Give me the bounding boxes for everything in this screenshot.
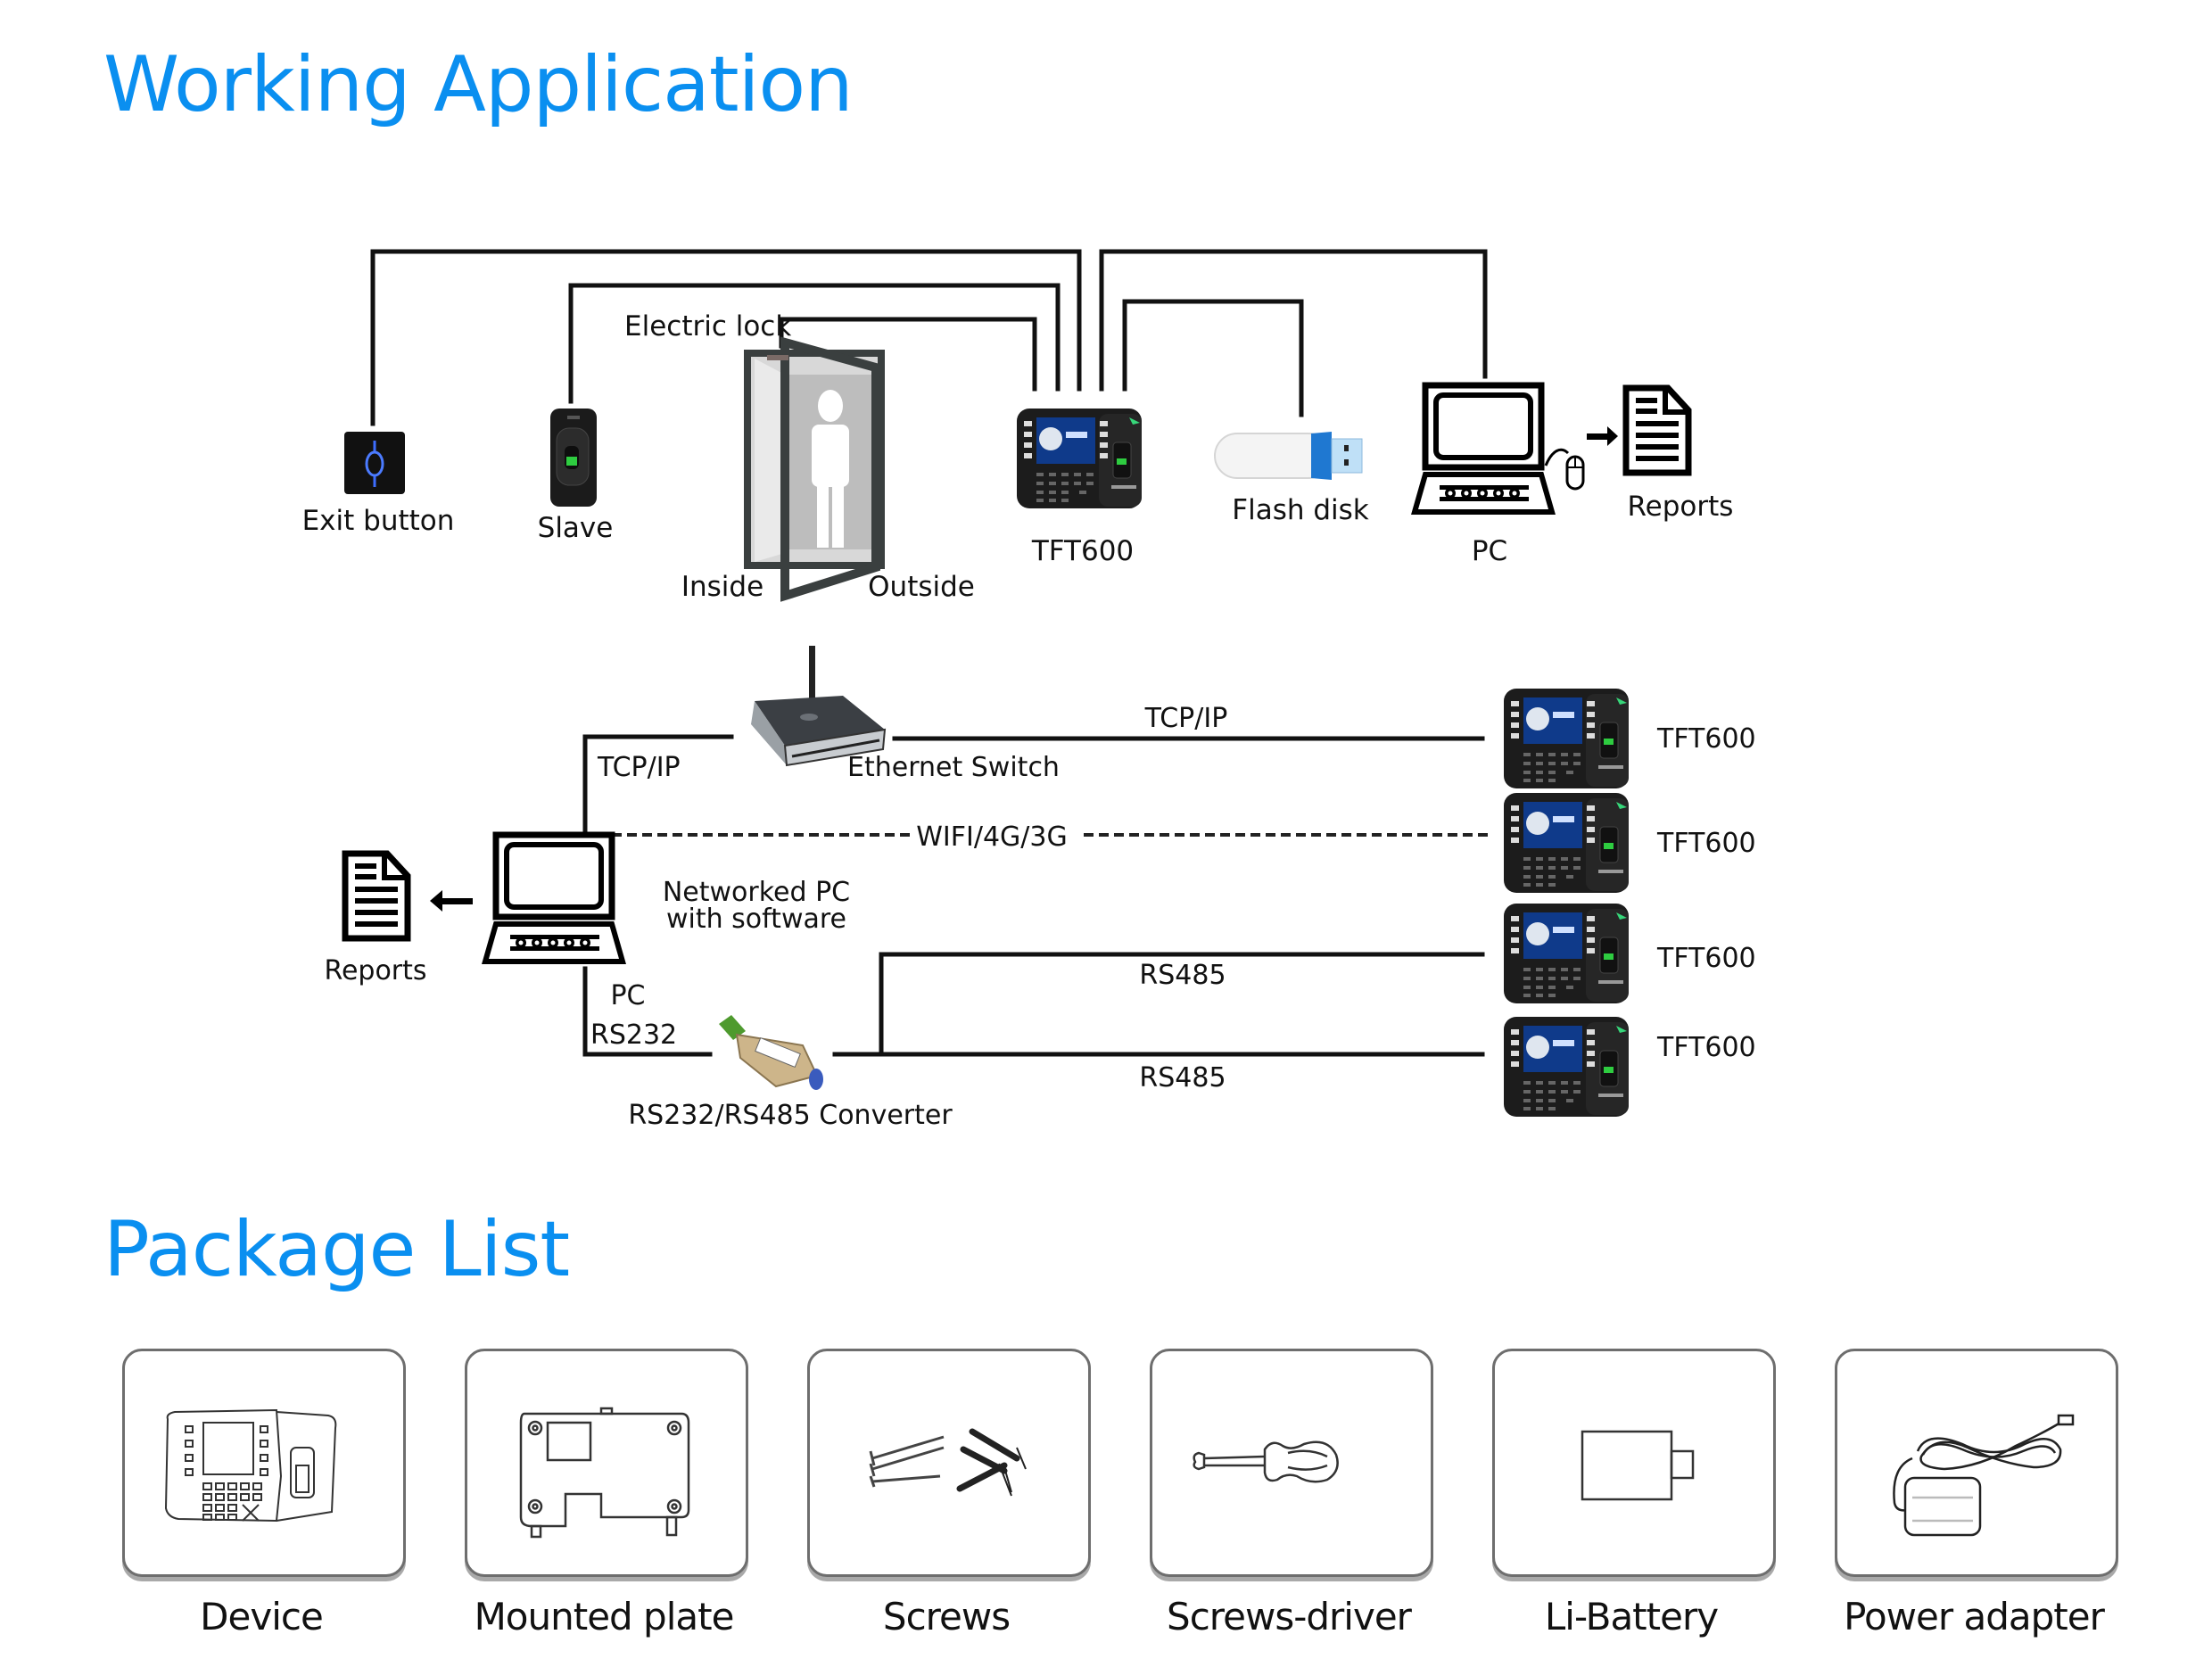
package-item-device <box>122 1349 406 1577</box>
reports-label: Reports <box>1628 491 1734 523</box>
electric-lock-label: Electric lock <box>624 310 791 343</box>
electric-lock-wire <box>779 317 1037 392</box>
slave-wire <box>568 283 1061 404</box>
pc-wire <box>1099 249 1488 392</box>
package-label: Li-Battery <box>1544 1595 1719 1638</box>
screws-icon <box>869 1428 1027 1497</box>
flash-disk-icon <box>1214 432 1363 480</box>
rs485-top-label: RS485 <box>1139 960 1226 991</box>
tcpip-left-label: TCP/IP <box>597 752 681 783</box>
ethernet-switch-label: Ethernet Switch <box>847 752 1060 783</box>
power-adapter-icon <box>1893 1414 2075 1537</box>
package-item-mounted-plate <box>465 1349 748 1577</box>
top-wires <box>370 249 1488 426</box>
inside-label: Inside <box>681 571 763 603</box>
arrow-right-icon <box>1587 426 1618 446</box>
converter-label: RS232/RS485 Converter <box>628 1100 953 1131</box>
mouse-icon <box>1544 448 1585 491</box>
screwdriver-icon <box>1193 1440 1339 1483</box>
outside-label: Outside <box>868 571 975 603</box>
working-application-title: Working Application <box>103 40 854 129</box>
tcpip-right-label: TCP/IP <box>1144 703 1228 734</box>
network-reports-document-icon <box>345 854 408 938</box>
flash-disk-label: Flash disk <box>1232 494 1369 526</box>
device-outline-icon <box>164 1408 337 1523</box>
package-item-li-battery <box>1492 1349 1776 1577</box>
working-application-diagram: Exit button Slave Electric lock Inside O… <box>302 249 1756 1131</box>
pc-icon <box>1415 385 1552 512</box>
network-tft600-icon <box>1503 1016 1630 1118</box>
tcpip-wire-left <box>582 734 734 832</box>
networked-pc-caption-line2: with software <box>666 904 846 935</box>
rs485-bottom-label: RS485 <box>1139 1062 1226 1094</box>
mounting-plate-icon <box>519 1407 690 1539</box>
network-device-label: TFT600 <box>1656 943 1756 974</box>
tft600-device-icon <box>1016 408 1143 509</box>
network-device-label: TFT600 <box>1656 1032 1756 1063</box>
reports-document-icon <box>1626 388 1688 473</box>
package-item-screwdriver <box>1150 1349 1433 1577</box>
slave-reader-icon <box>550 409 597 507</box>
package-label: Screws <box>882 1595 1011 1638</box>
package-list-title: Package List <box>103 1205 570 1294</box>
arrow-left-icon <box>430 890 473 912</box>
pc-label: PC <box>1472 535 1507 567</box>
network-wires <box>582 734 1491 1057</box>
rs232-rs485-converter-icon <box>719 1015 823 1090</box>
ethernet-switch-icon <box>751 646 887 767</box>
network-reports-label: Reports <box>324 955 426 986</box>
pc-port-label: PC <box>610 980 645 1011</box>
rs232-wire <box>582 966 713 1057</box>
networked-pc-caption-line1: Networked PC <box>663 877 850 908</box>
tft600-label: TFT600 <box>1031 535 1134 567</box>
flash-disk-wire <box>1122 299 1304 417</box>
package-label: Screws-driver <box>1167 1595 1412 1638</box>
exit-button-wire <box>370 249 1082 426</box>
network-tft600-icon <box>1503 688 1630 789</box>
wireless-label: WIFI/4G/3G <box>916 821 1068 853</box>
rs485-wire-top <box>879 952 1485 1057</box>
package-label: Device <box>200 1595 324 1638</box>
package-item-power-adapter <box>1835 1349 2118 1577</box>
network-tft600-icon <box>1503 792 1630 894</box>
package-label: Power adapter <box>1844 1595 2105 1638</box>
networked-pc-icon <box>485 835 623 962</box>
slave-label: Slave <box>538 512 614 544</box>
package-label: Mounted plate <box>474 1595 735 1638</box>
exit-button-label: Exit button <box>302 505 455 537</box>
network-device-label: TFT600 <box>1656 723 1756 755</box>
package-item-screws <box>807 1349 1091 1577</box>
network-device-label: TFT600 <box>1656 828 1756 859</box>
network-tft600-icon <box>1503 903 1630 1004</box>
door-icon <box>744 336 885 602</box>
battery-icon <box>1581 1430 1695 1501</box>
rs232-label: RS232 <box>590 1019 677 1051</box>
exit-button-icon <box>344 432 405 494</box>
